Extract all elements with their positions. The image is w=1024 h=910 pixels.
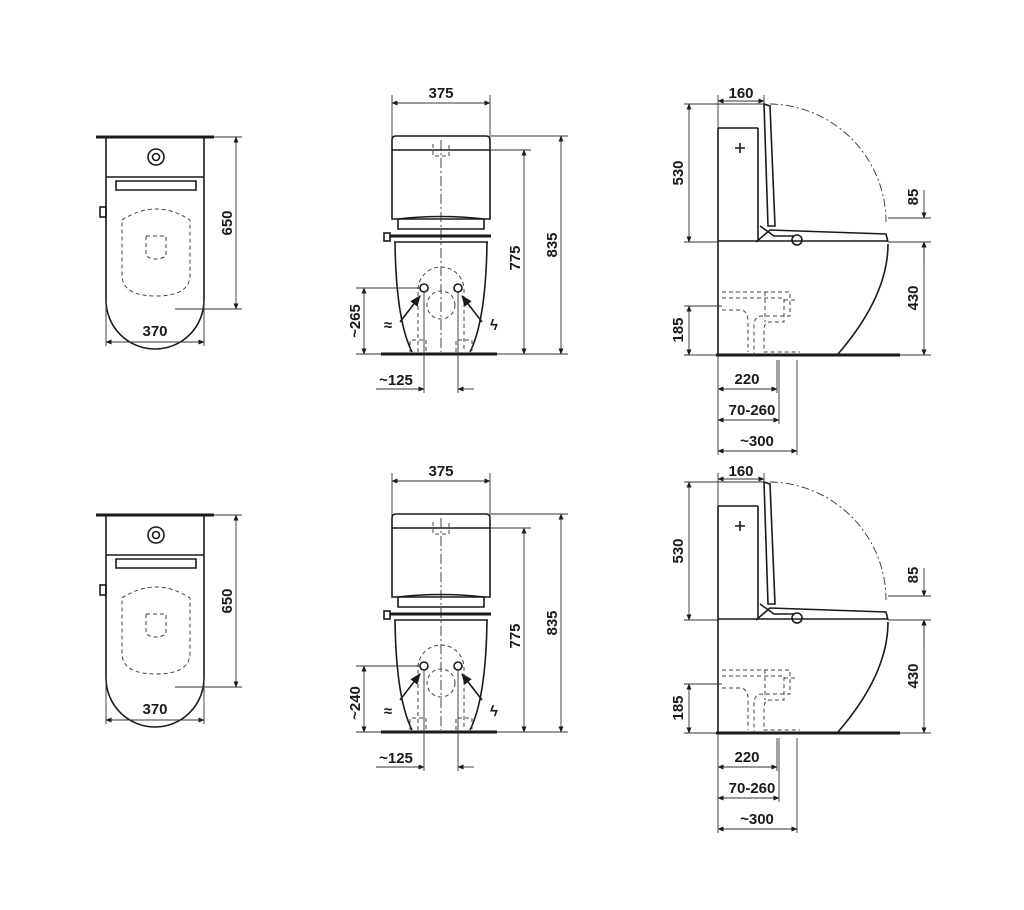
top-depth-label: 650 — [219, 588, 236, 613]
front-total-height-label: 835 — [544, 232, 561, 257]
water-inlet-symbol: ≈ — [384, 317, 392, 334]
side-lid-gap-label: 85 — [905, 189, 922, 206]
top-view-2 — [96, 515, 242, 727]
electric-symbol: ϟ — [490, 317, 498, 334]
top-width-label: 370 — [142, 323, 167, 340]
side-rim-height-label: 430 — [905, 663, 922, 688]
side-outlet-range-label: 70-260 — [729, 780, 776, 797]
dimension-labels-2: 370 650 375 775 835 ~240 ~125 ≈ ϟ 160 53… — [142, 463, 922, 828]
front-width-label: 375 — [428, 85, 453, 102]
side-outlet-low-label: 185 — [670, 317, 687, 342]
side-cistern-depth-label: 160 — [728, 85, 753, 102]
side-cistern-depth-label: 160 — [728, 463, 753, 480]
side-outlet-range-label: 70-260 — [729, 402, 776, 419]
front-outlet-height-label: ~265 — [347, 304, 364, 338]
side-view-1 — [684, 95, 931, 455]
dimension-labels-1: 370 650 375 775 835 ~265 ~125 ≈ ϟ 160 53… — [142, 85, 922, 450]
electric-symbol: ϟ — [490, 703, 498, 720]
front-total-height-label: 835 — [544, 610, 561, 635]
top-view-1 — [96, 137, 242, 349]
side-rim-height-label: 430 — [905, 285, 922, 310]
side-outlet-low-label: 185 — [670, 695, 687, 720]
side-cistern-height-label: 530 — [670, 538, 687, 563]
front-view-2 — [356, 473, 568, 771]
side-outlet-dist-label: 220 — [734, 749, 759, 766]
front-width-label: 375 — [428, 463, 453, 480]
side-view-2 — [684, 473, 931, 833]
side-outlet-total-label: ~300 — [740, 433, 774, 450]
side-outlet-dist-label: 220 — [734, 371, 759, 388]
front-seat-height-label: 775 — [507, 245, 524, 270]
front-outlet-height-label: ~240 — [347, 686, 364, 720]
side-cistern-height-label: 530 — [670, 160, 687, 185]
front-view-1 — [356, 95, 568, 393]
side-lid-gap-label: 85 — [905, 567, 922, 584]
top-width-label: 370 — [142, 701, 167, 718]
front-outlet-spacing-label: ~125 — [379, 372, 413, 389]
water-inlet-symbol: ≈ — [384, 703, 392, 720]
side-outlet-total-label: ~300 — [740, 811, 774, 828]
front-seat-height-label: 775 — [507, 623, 524, 648]
front-outlet-spacing-label: ~125 — [379, 750, 413, 767]
top-depth-label: 650 — [219, 210, 236, 235]
